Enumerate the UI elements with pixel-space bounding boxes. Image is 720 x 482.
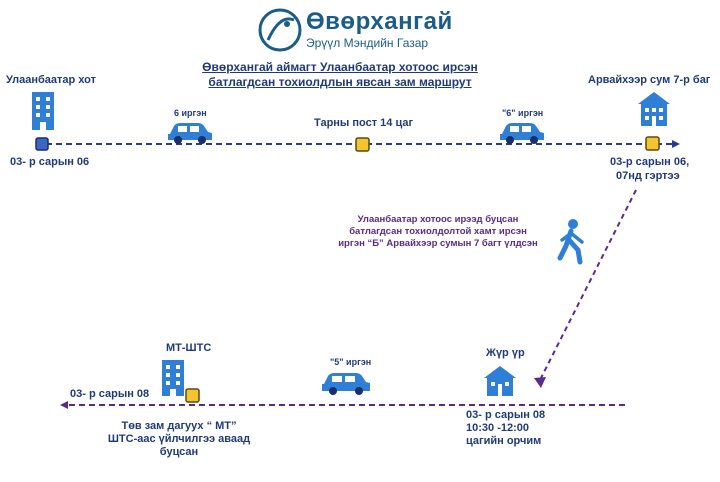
- middle-note-line1: Улаанбаатар хотоос ирээд буцсан: [357, 214, 519, 225]
- house-icon: [638, 92, 670, 126]
- top-route-arrow: [672, 140, 680, 148]
- car3-label: "5" иргэн: [330, 357, 372, 367]
- middle-note-line3: иргэн “Б” Арвайхээр сумын 7 багт үлдсэн: [338, 238, 538, 249]
- car1-label: 6 иргэн: [174, 108, 207, 118]
- mt-marker: [185, 388, 200, 403]
- diagram-title-line1: Өвөрхангай аймагт Улаанбаатар хотоос ирс…: [202, 60, 478, 74]
- end-date-line2: 07нд гэртээ: [616, 170, 680, 182]
- logo-icon: [258, 8, 302, 52]
- city-building-icon: [32, 92, 54, 130]
- end-marker: [645, 136, 660, 151]
- diagonal-route-line: [539, 189, 637, 381]
- walking-person-icon: [557, 219, 584, 265]
- return-note-line2: ШТС-аас үйлчилгээ аваад: [107, 433, 251, 445]
- end-date-line1: 03-р сарын 06,: [610, 156, 690, 168]
- house-icon: [484, 366, 516, 396]
- middle-note: Улаанбаатар хотоос ирээд буцсан батлагдс…: [330, 214, 546, 250]
- return-note-line3: буцсан: [159, 446, 199, 458]
- diagram-title-line2: батлагдсан тохиолдлын явсан зам маршрут: [208, 75, 472, 89]
- zhur-date-line2: 10:30 -12:00: [466, 422, 529, 434]
- end-place-label: Арвайхээр сум 7-р баг: [588, 74, 711, 86]
- car-icon: [168, 123, 212, 144]
- checkpoint-label: Тарны пост 14 цаг: [314, 117, 414, 129]
- mt-place-label: МТ-ШТС: [166, 342, 212, 354]
- zhur-date-line1: 03- р сарын 08: [466, 409, 546, 421]
- start-place-label: Улаанбаатар хот: [6, 74, 97, 86]
- bottom-route-arrow: [60, 401, 68, 409]
- org-subtitle: Эрүүл Мэндийн Газар: [306, 36, 429, 50]
- start-date-label: 03- р сарын 06: [10, 156, 90, 168]
- start-marker: [35, 137, 49, 151]
- checkpoint-marker: [355, 137, 370, 152]
- return-note: Төв зам дагуух “ МТ” ШТС-аас үйлчилгээ а…: [104, 420, 254, 459]
- zhur-date: 03- р сарын 08 10:30 -12:00 цагийн орчим: [466, 409, 545, 448]
- middle-note-line2: батлагдсан тохиолдолтой хамт ирсэн: [349, 226, 527, 237]
- gas-station-building-icon: [162, 360, 184, 396]
- zhur-date-line3: цагийн орчим: [466, 435, 542, 447]
- diagonal-route-arrow: [534, 377, 546, 388]
- car-icon: [322, 373, 370, 395]
- car-icon: [500, 123, 544, 144]
- car2-label: "6" иргэн: [502, 108, 544, 118]
- zhur-place-label: Жүр үр: [486, 347, 525, 359]
- mt-date-label: 03- р сарын 08: [70, 388, 150, 400]
- org-name: Өвөрхангай: [306, 8, 453, 35]
- return-note-line1: Төв зам дагуух “ МТ”: [121, 420, 237, 432]
